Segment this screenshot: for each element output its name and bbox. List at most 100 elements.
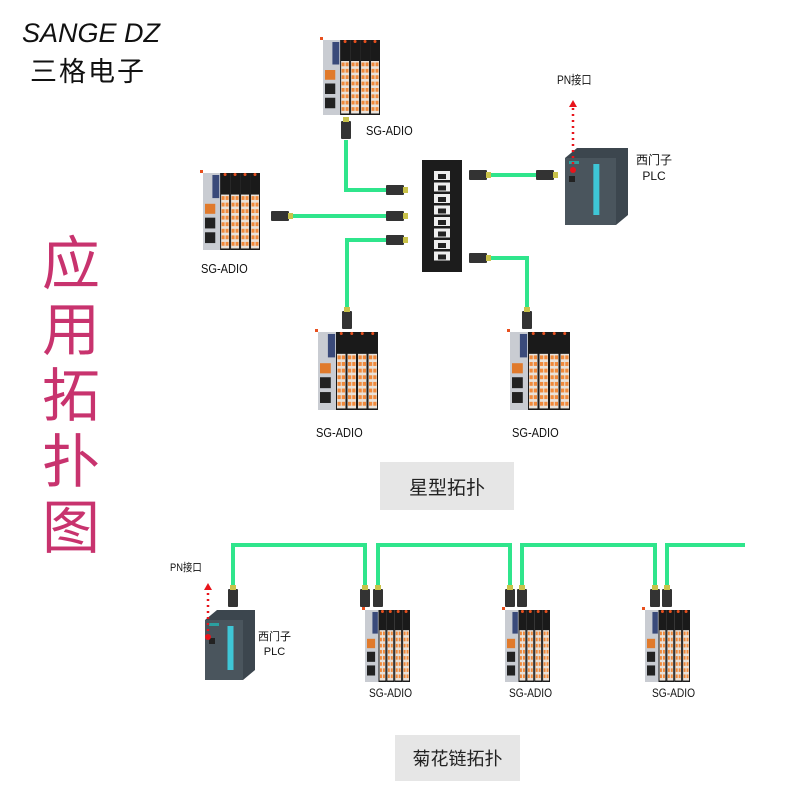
terminal-pin [667,649,670,654]
plug-body [517,589,527,607]
terminal-pin [540,388,544,393]
terminal-pin [369,388,373,393]
terminal-pin [348,388,352,393]
terminal-pin [544,401,548,406]
terminal-pin [670,674,673,679]
terminal-pin [382,643,385,648]
siemens-plc [205,610,255,680]
plug-body [650,589,660,607]
terminal-pin [380,649,382,654]
terminal-pin [550,388,554,393]
plug-body [341,121,351,139]
terminal-pin [358,395,362,400]
terminal-pin [543,631,546,636]
terminal-block [347,353,356,409]
terminal-pin [245,215,249,220]
terminal-pin [550,355,554,360]
plc-label: 西门子 PLC [636,152,672,184]
led-icon [371,332,375,335]
terminal-pin [565,362,569,366]
terminal-pin [231,235,235,240]
terminal-pin [358,401,362,406]
led-icon [552,332,556,335]
terminal-pin [561,375,565,380]
plc-label-line1: 西门子 [636,153,673,167]
terminal-pin [365,100,369,105]
plug-tip [288,213,293,219]
terminal-pin [395,656,398,660]
terminal-pin [345,107,349,111]
terminal-pin [670,662,673,666]
terminal-pin [341,381,345,386]
terminal-pin [348,375,352,380]
terminal-pin [355,81,359,86]
terminal-pin [235,228,239,233]
terminal-pin [373,368,377,373]
pn-port-dot [570,167,576,173]
led-icon [233,173,237,176]
terminal-block [675,630,682,681]
terminal-pin [667,637,670,642]
terminal-pin [675,668,678,672]
terminal-pin [361,62,365,67]
switch-port-inner [438,197,446,202]
terminal-pin [341,355,345,360]
terminal-pin [554,395,558,400]
plug-body [505,589,515,607]
terminal-pin [225,241,229,246]
module-label: SG-ADIO [509,686,553,700]
terminal-pin [369,401,373,406]
terminal-pin [550,395,554,400]
plug-body [386,235,404,245]
terminal-pin [390,649,393,654]
terminal-pin [535,643,538,648]
terminal-pin [670,637,673,642]
terminal-pin [686,631,689,636]
plc-port [569,176,575,182]
terminal-pin [390,662,393,666]
terminal-pin [373,355,377,360]
terminal-pin [538,631,541,636]
terminal-block [368,353,377,409]
ethernet-port-icon [325,97,336,109]
terminal-pin [522,662,525,666]
module-terminal [512,363,523,374]
terminal-pin [522,656,525,660]
led-icon [563,332,567,335]
terminal-pin [352,368,356,373]
terminal-pin [369,355,373,360]
terminal-pin [678,631,681,636]
network-cable [520,543,657,592]
terminal-pin [546,631,549,636]
plug-tip [343,117,349,122]
plug-tip [486,172,491,178]
terminal-pin [667,631,670,636]
led-icon [536,610,540,613]
terminal-pin [337,395,341,400]
terminal-pin [533,355,537,360]
led-icon [502,607,505,610]
terminal-pin [235,235,239,240]
terminal-pin [251,202,255,207]
brand-logo-cn: 三格电子 [30,57,146,87]
terminal-pin [365,107,369,111]
terminal-pin [251,235,255,240]
terminal-pin [403,668,406,672]
terminal-pin [660,662,662,666]
terminal-pin [398,637,401,642]
plug-tip [524,307,530,312]
terminal-pin [554,368,558,373]
terminal-pin [683,674,686,679]
terminal-pin [662,649,665,654]
terminal-pin [345,81,349,86]
terminal-pin [390,674,393,679]
terminal-pin [352,355,356,360]
terminal-block [241,194,250,249]
plug-body [342,311,352,329]
terminal-pin [561,395,565,400]
network-cable [665,543,745,592]
plug-tip [362,585,368,590]
terminal-pin [561,368,565,373]
terminal-pin [341,88,345,92]
terminal-block [351,61,360,114]
